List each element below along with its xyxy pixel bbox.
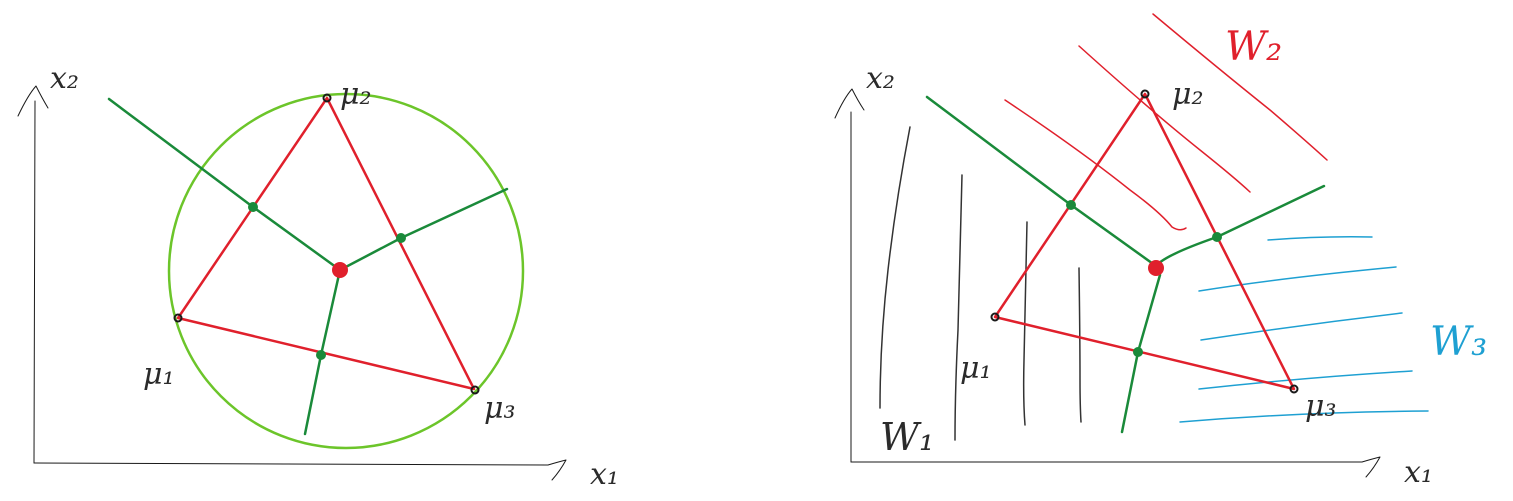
left-y-axis-label: x₂ bbox=[50, 61, 79, 96]
right-region-label-w2: W₂ bbox=[1225, 24, 1282, 70]
left-label-mu2: μ₂ bbox=[340, 77, 372, 112]
right-region-w2-hatching bbox=[1004, 13, 1328, 231]
right-x-axis bbox=[850, 456, 1381, 478]
right-triangle bbox=[993, 92, 1296, 391]
right-vertex-mu3 bbox=[1289, 384, 1299, 394]
right-y-axis bbox=[834, 88, 865, 463]
right-vertex-mu1 bbox=[990, 312, 1000, 322]
left-panel: x₂ x₁ μ₁ μ₂ μ₃ bbox=[17, 61, 619, 492]
left-label-mu3: μ₃ bbox=[484, 391, 516, 426]
left-x-axis bbox=[33, 459, 567, 481]
right-region-w3-hatching bbox=[1179, 236, 1429, 423]
right-x-axis-label: x₁ bbox=[1404, 455, 1433, 490]
right-midpoint-mu1-mu3 bbox=[1133, 347, 1143, 357]
left-circumcenter bbox=[332, 262, 348, 278]
left-vertex-mu1 bbox=[173, 313, 183, 323]
right-vertex-mu2 bbox=[1140, 89, 1150, 99]
left-midpoint-mu2-mu3 bbox=[396, 233, 406, 243]
left-circumcircle bbox=[167, 92, 525, 450]
left-label-mu1: μ₁ bbox=[143, 357, 175, 392]
left-x-axis-label: x₁ bbox=[590, 457, 619, 492]
left-bisector-mu2-mu3 bbox=[338, 187, 509, 272]
right-midpoint-mu2-mu3 bbox=[1212, 232, 1222, 242]
left-y-axis bbox=[17, 85, 49, 464]
right-bisector-mu2-mu3 bbox=[1154, 184, 1326, 268]
right-panel: x₂ x₁ bbox=[834, 13, 1487, 490]
right-label-mu1: μ₁ bbox=[960, 351, 992, 386]
left-vertex-mu2 bbox=[322, 93, 332, 103]
right-region-label-w1: W₁ bbox=[880, 415, 934, 459]
left-midpoint-mu1-mu2 bbox=[248, 202, 258, 212]
left-triangle bbox=[176, 96, 476, 391]
left-vertex-mu3 bbox=[470, 385, 480, 395]
right-region-label-w3: W₃ bbox=[1430, 319, 1487, 365]
right-y-axis-label: x₂ bbox=[866, 61, 895, 96]
right-circumcenter bbox=[1148, 260, 1164, 276]
left-midpoint-mu1-mu3 bbox=[316, 350, 326, 360]
right-region-w1-hatching bbox=[879, 126, 1082, 441]
right-label-mu2: μ₂ bbox=[1172, 77, 1204, 112]
right-midpoint-mu1-mu2 bbox=[1066, 200, 1076, 210]
left-bisector-mu1-mu2 bbox=[107, 97, 342, 272]
right-label-mu3: μ₃ bbox=[1305, 389, 1337, 424]
